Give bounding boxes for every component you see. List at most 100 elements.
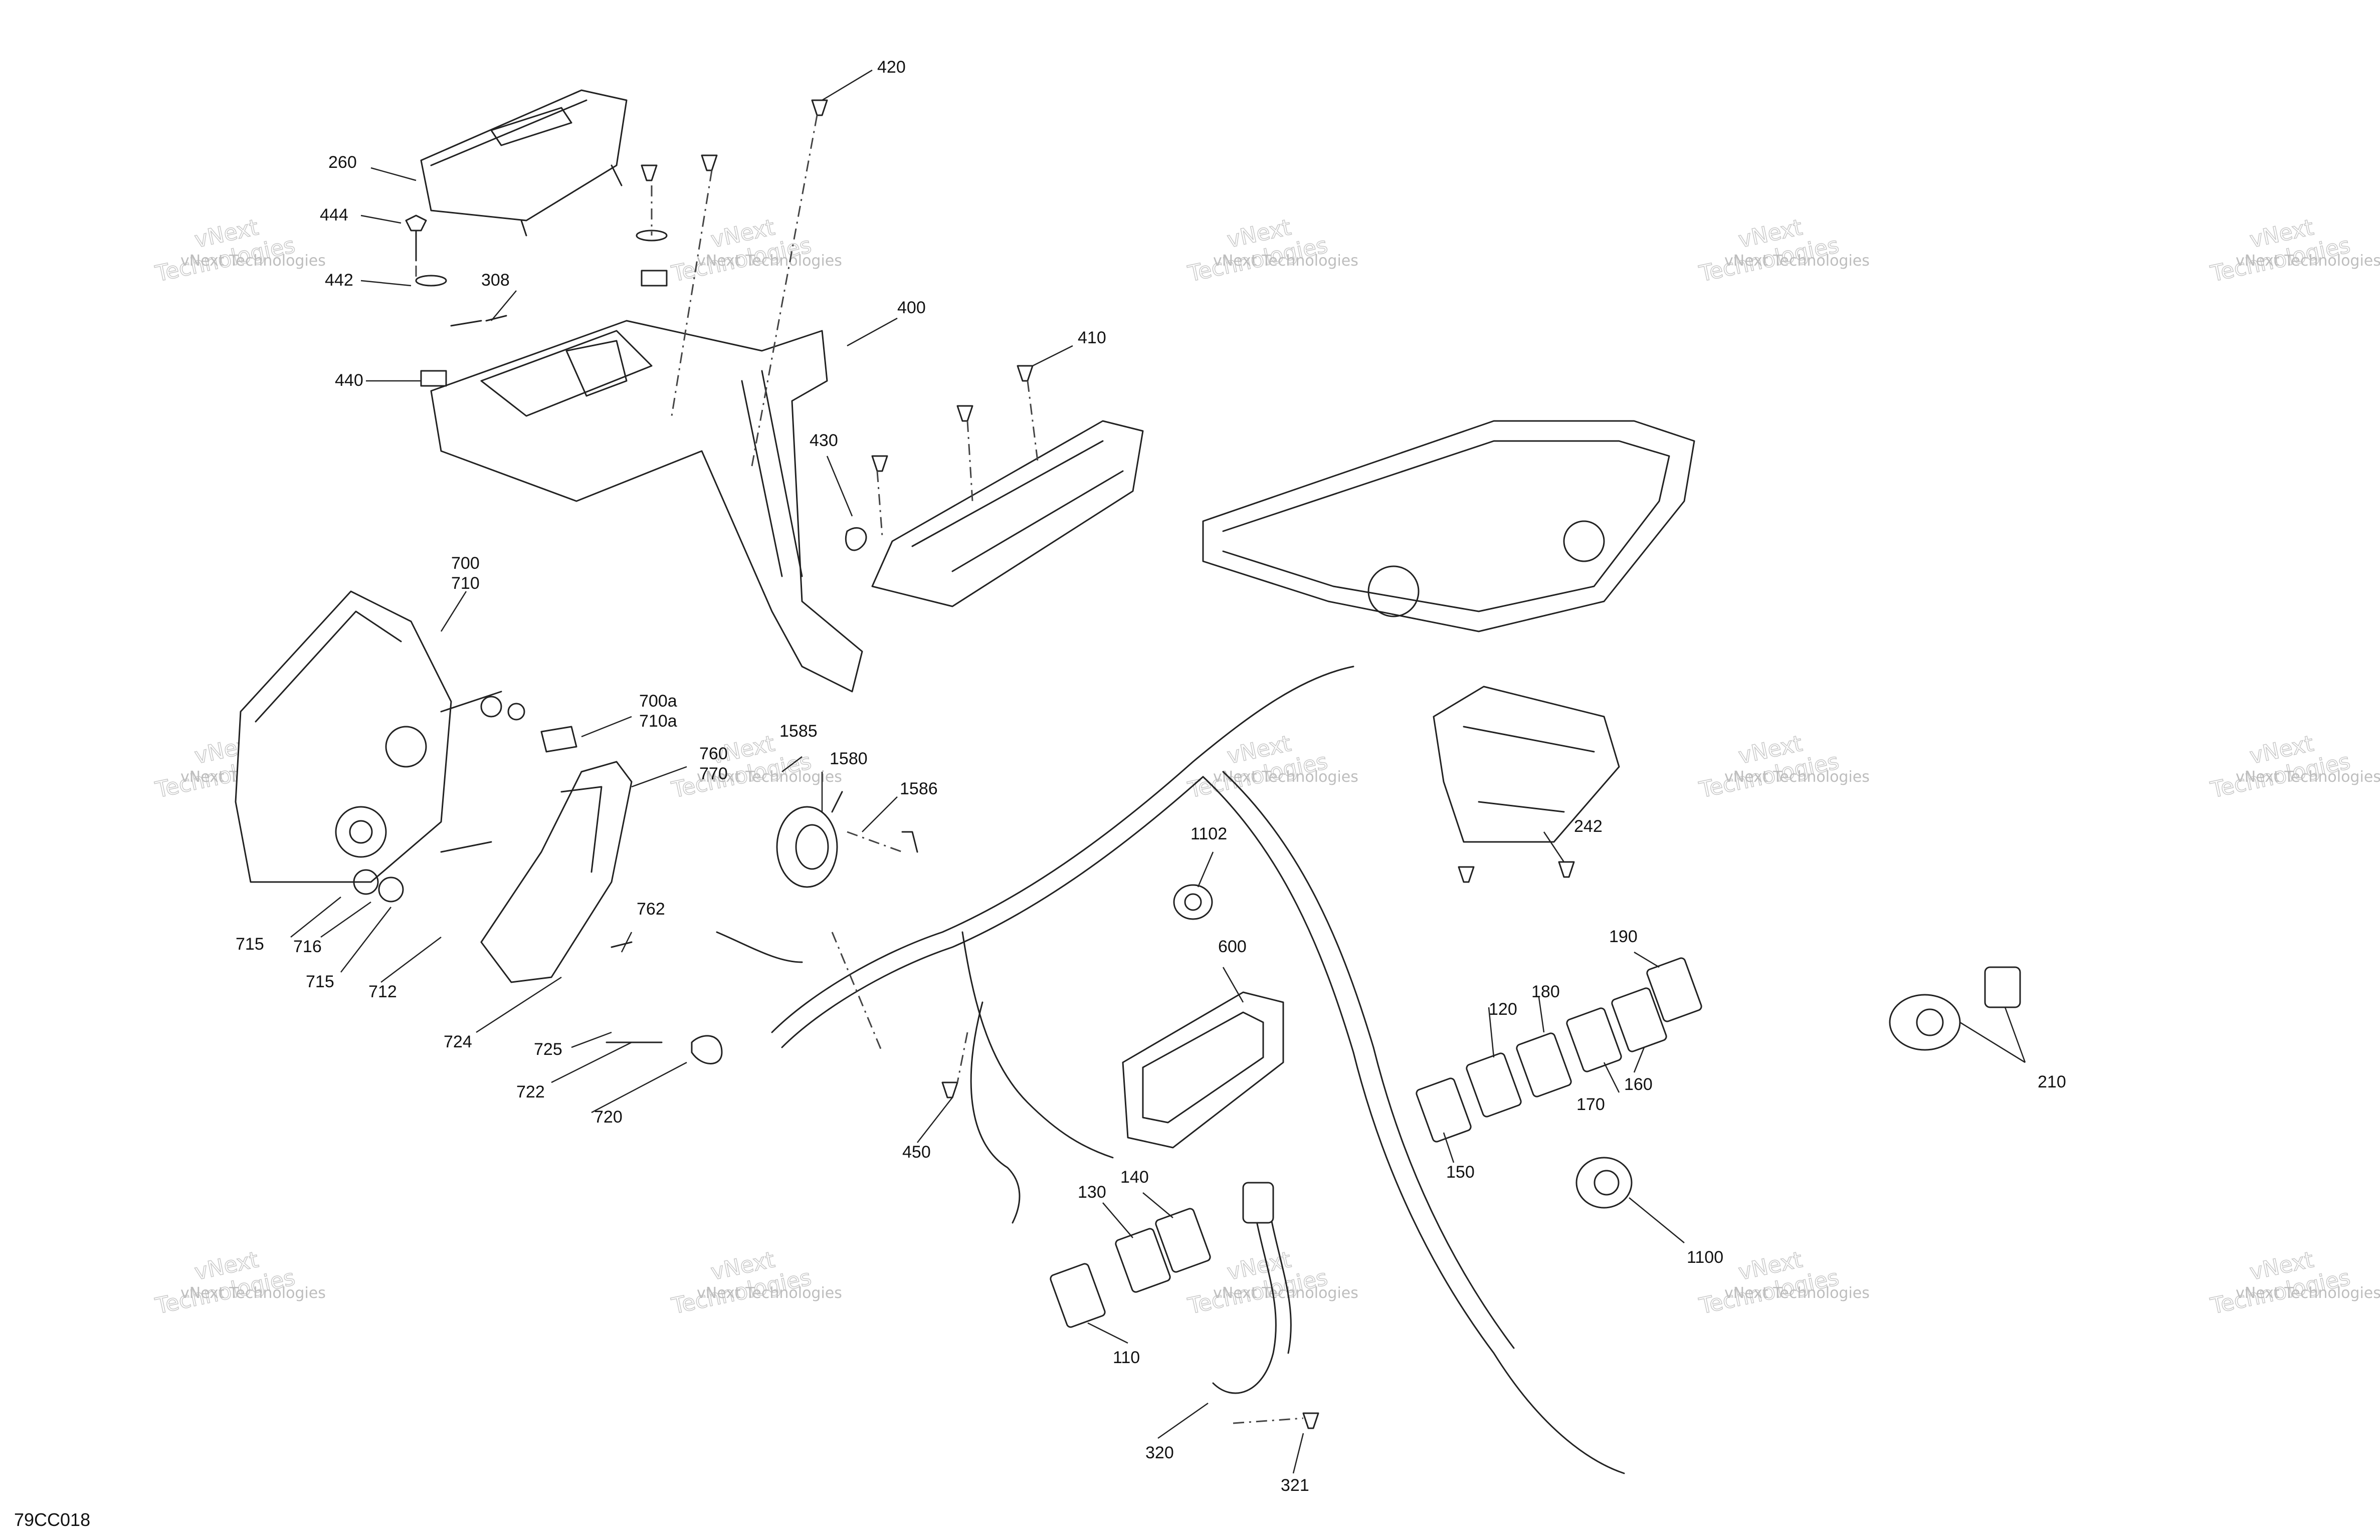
switch-150 bbox=[1416, 1077, 1472, 1143]
callout-1585: 1585 bbox=[779, 722, 818, 741]
watermark-caption: vNext Technologies bbox=[1724, 252, 1870, 270]
watermark-caption: vNext Technologies bbox=[2236, 768, 2380, 786]
watermark-caption: vNext Technologies bbox=[697, 252, 842, 270]
callout-labels: 420 260 444 442 308 400 440 410 430 700 … bbox=[236, 58, 2066, 1495]
watermark-caption: vNext Technologies bbox=[1213, 1284, 1358, 1302]
watermark: vNext Technologies vNext Technologies bbox=[152, 1246, 326, 1319]
switch-120 bbox=[1466, 1052, 1522, 1118]
callout-715-lower: 715 bbox=[306, 972, 334, 991]
watermark: vNext Technologies vNext Technologies bbox=[669, 1246, 842, 1319]
watermark-caption: vNext Technologies bbox=[2236, 252, 2380, 270]
callout-1100: 1100 bbox=[1687, 1248, 1723, 1267]
callout-210: 210 bbox=[2038, 1072, 2066, 1091]
watermark: vNext Technologies vNext Technologies bbox=[1185, 730, 1358, 803]
bracket-760 bbox=[480, 761, 633, 983]
leader-lines bbox=[290, 69, 2026, 1474]
callout-720: 720 bbox=[594, 1108, 623, 1127]
callout-430: 430 bbox=[810, 431, 838, 450]
callout-120: 120 bbox=[1489, 1000, 1517, 1019]
watermark: vNext Technologies vNext Technologies bbox=[152, 214, 326, 287]
switch-160 bbox=[1611, 987, 1667, 1052]
watermark: vNext Technologies vNext Technologies bbox=[669, 214, 842, 287]
socket-1102 bbox=[1173, 884, 1213, 920]
watermark-caption: vNext Technologies bbox=[2236, 1284, 2380, 1302]
horn-1580 bbox=[776, 791, 843, 888]
callout-140: 140 bbox=[1120, 1168, 1149, 1187]
fasteners bbox=[405, 99, 1575, 1429]
watermark: vNext Technologies vNext Technologies bbox=[1696, 730, 1870, 803]
harness-320 bbox=[1212, 1182, 1292, 1394]
callout-150: 150 bbox=[1446, 1163, 1475, 1182]
callout-190: 190 bbox=[1609, 927, 1638, 946]
watermark-caption: vNext Technologies bbox=[1213, 768, 1358, 786]
watermark: vNext Technologies vNext Technologies bbox=[1696, 214, 1870, 287]
parts-layer bbox=[235, 89, 2021, 1474]
headlight-700 bbox=[235, 590, 525, 903]
callout-1586: 1586 bbox=[900, 779, 938, 798]
callout-130: 130 bbox=[1078, 1183, 1106, 1202]
watermark-caption: vNext Technologies bbox=[697, 768, 842, 786]
switch-140 bbox=[1155, 1208, 1211, 1273]
callout-600: 600 bbox=[1218, 937, 1247, 956]
callout-320: 320 bbox=[1145, 1443, 1174, 1462]
assembly-lines bbox=[415, 115, 1304, 1424]
callout-722: 722 bbox=[516, 1082, 545, 1102]
frame-top bbox=[1202, 420, 1695, 632]
watermark: vNext Technologies vNext Technologies bbox=[2208, 730, 2380, 803]
callout-1102: 1102 bbox=[1191, 824, 1227, 843]
switch-130 bbox=[1115, 1228, 1171, 1293]
callout-440: 440 bbox=[335, 371, 363, 390]
socket-1100 bbox=[1575, 1157, 1633, 1209]
callout-160: 160 bbox=[1624, 1075, 1653, 1094]
callout-242: 242 bbox=[1574, 817, 1603, 836]
callout-712: 712 bbox=[368, 982, 397, 1001]
watermark: vNext Technologies vNext Technologies bbox=[2208, 214, 2380, 287]
callout-700a: 700a bbox=[639, 692, 677, 711]
callout-170: 170 bbox=[1576, 1095, 1605, 1114]
watermark: vNext Technologies vNext Technologies bbox=[669, 730, 842, 803]
callout-724: 724 bbox=[444, 1032, 472, 1051]
wiring-harness bbox=[716, 666, 1625, 1474]
callout-762: 762 bbox=[637, 900, 665, 919]
callout-710a: 710a bbox=[639, 712, 677, 731]
callout-450: 450 bbox=[902, 1143, 931, 1162]
switch-170 bbox=[1566, 1007, 1622, 1072]
callout-715-upper: 715 bbox=[236, 935, 264, 954]
watermark: vNext Technologies vNext Technologies bbox=[2208, 1246, 2380, 1319]
callout-400: 400 bbox=[897, 298, 926, 317]
callout-180: 180 bbox=[1531, 982, 1560, 1001]
cover-260 bbox=[420, 89, 628, 237]
watermark-caption: vNext Technologies bbox=[1724, 1284, 1870, 1302]
callout-710: 710 bbox=[451, 574, 480, 593]
callout-260: 260 bbox=[328, 153, 357, 172]
callout-700: 700 bbox=[451, 554, 480, 573]
ignition-210 bbox=[1889, 966, 2021, 1051]
callout-444: 444 bbox=[320, 205, 348, 225]
watermark-caption: vNext Technologies bbox=[180, 1284, 326, 1302]
panel-410 bbox=[871, 420, 1144, 607]
cluster-600 bbox=[1122, 991, 1284, 1149]
callout-1580: 1580 bbox=[830, 749, 868, 768]
watermark-caption: vNext Technologies bbox=[1724, 768, 1870, 786]
watermark-caption: vNext Technologies bbox=[180, 252, 326, 270]
callout-321: 321 bbox=[1281, 1476, 1309, 1495]
watermark-caption: vNext Technologies bbox=[1213, 252, 1358, 270]
callout-110: 110 bbox=[1113, 1348, 1140, 1367]
callout-442: 442 bbox=[325, 271, 353, 290]
callout-420: 420 bbox=[877, 58, 906, 77]
switch-190 bbox=[1646, 957, 1702, 1022]
callout-760: 760 bbox=[699, 744, 728, 763]
bracket-400 bbox=[430, 320, 863, 693]
callout-725: 725 bbox=[534, 1040, 562, 1059]
callout-770: 770 bbox=[699, 764, 728, 783]
switch-110 bbox=[1050, 1263, 1106, 1328]
watermark: vNext Technologies vNext Technologies bbox=[1185, 214, 1358, 287]
switch-180 bbox=[1516, 1032, 1572, 1097]
diagram-code: 79CC018 bbox=[14, 1509, 90, 1530]
callout-308: 308 bbox=[481, 271, 510, 290]
callout-716: 716 bbox=[293, 937, 322, 956]
module-242 bbox=[1433, 686, 1620, 843]
watermark-caption: vNext Technologies bbox=[697, 1284, 842, 1302]
callout-410: 410 bbox=[1078, 328, 1106, 347]
